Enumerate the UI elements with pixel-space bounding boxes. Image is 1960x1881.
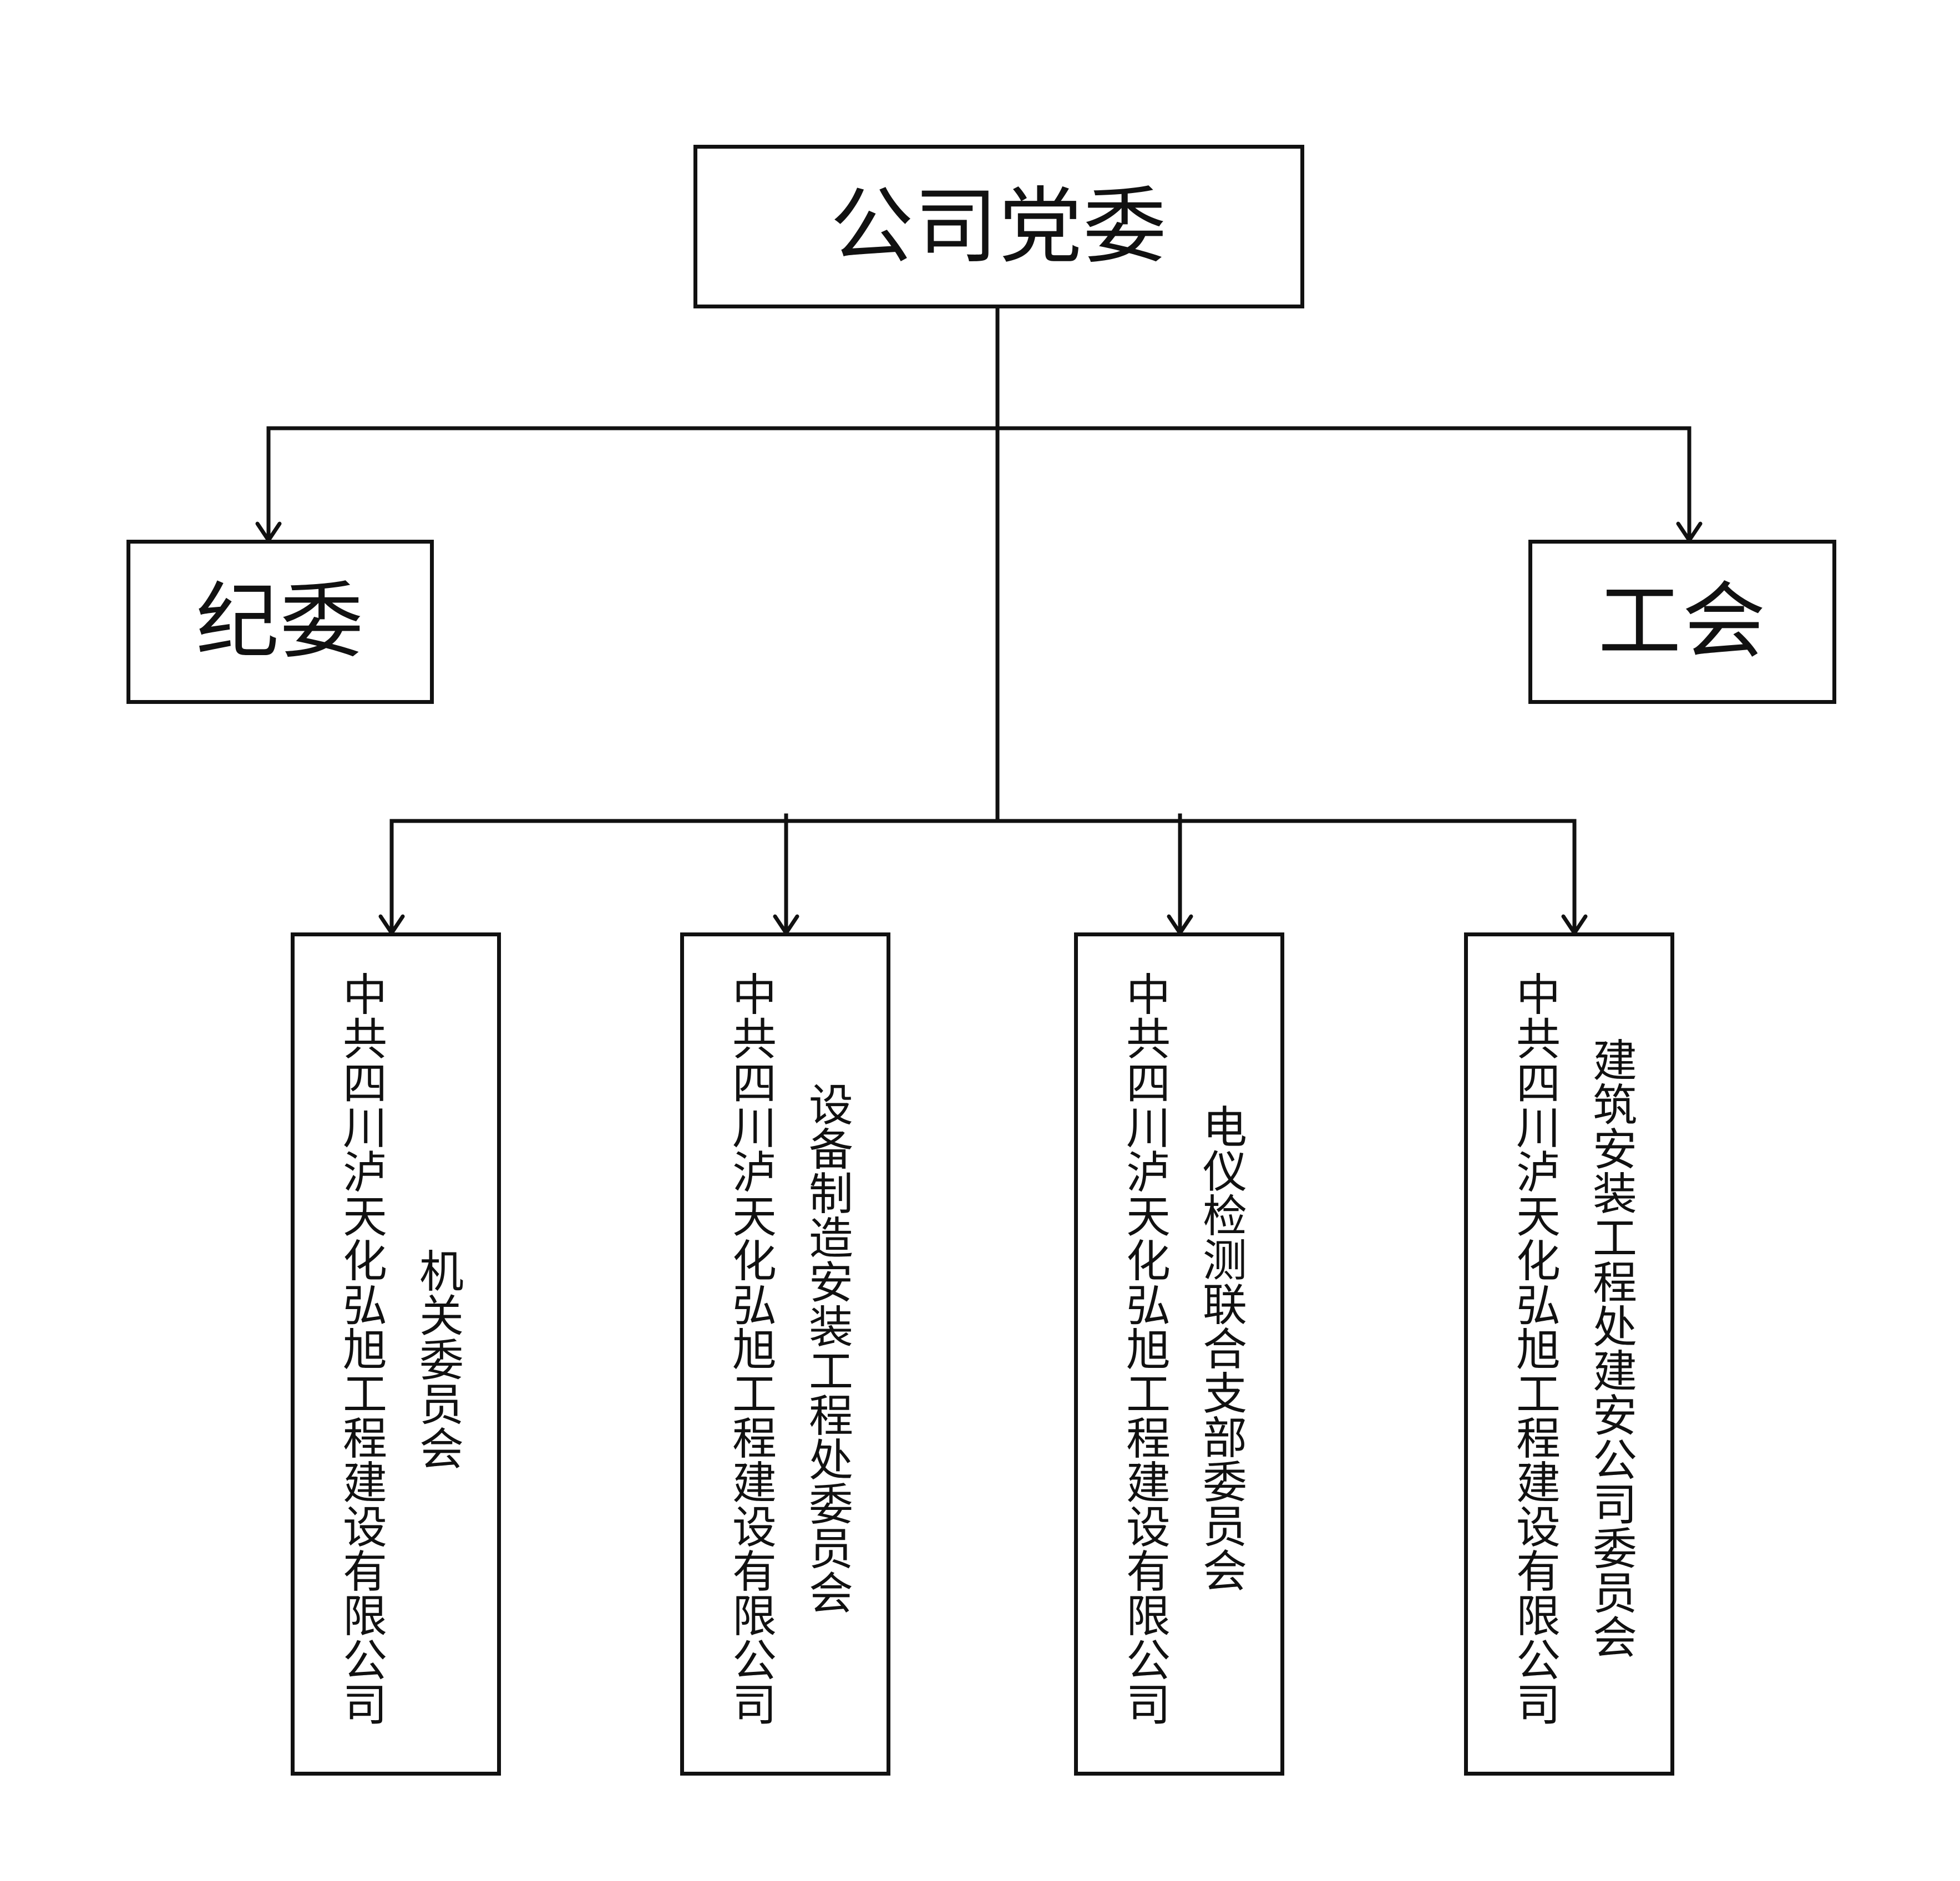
branch-3-company-name: 中共四川泸天化弘旭工程建设有限公司 [1119,971,1171,1726]
branch-1-company-name: 中共四川泸天化弘旭工程建设有限公司 [336,971,387,1726]
branch-2-company-name: 中共四川泸天化弘旭工程建设有限公司 [725,971,777,1726]
branch-4-company-name: 中共四川泸天化弘旭工程建设有限公司 [1509,971,1561,1726]
branch-3-committee-name: 电仪检测联合支部委员会 [1196,1104,1247,1592]
trade-union-label: 工会 [1598,574,1767,670]
branch-box-4: 中共四川泸天化弘旭工程建设有限公司 建筑安装工程处建安公司委员会 [1464,932,1674,1776]
party-committee-box: 公司党委 [693,145,1304,308]
branch-box-1: 中共四川泸天化弘旭工程建设有限公司 机关委员会 [291,932,501,1776]
discipline-committee-box: 纪委 [126,540,434,704]
branch-1-committee-name: 机关委员会 [412,1248,464,1470]
branch-2-committee-name: 设备制造安装工程处委员会 [802,1082,853,1614]
trade-union-box: 工会 [1528,540,1836,704]
branch-box-3: 中共四川泸天化弘旭工程建设有限公司 电仪检测联合支部委员会 [1074,932,1284,1776]
branch-box-2: 中共四川泸天化弘旭工程建设有限公司 设备制造安装工程处委员会 [680,932,890,1776]
discipline-committee-label: 纪委 [195,574,364,670]
branch-4-committee-name: 建筑安装工程处建安公司委员会 [1586,1037,1637,1659]
party-committee-label: 公司党委 [830,178,1168,275]
